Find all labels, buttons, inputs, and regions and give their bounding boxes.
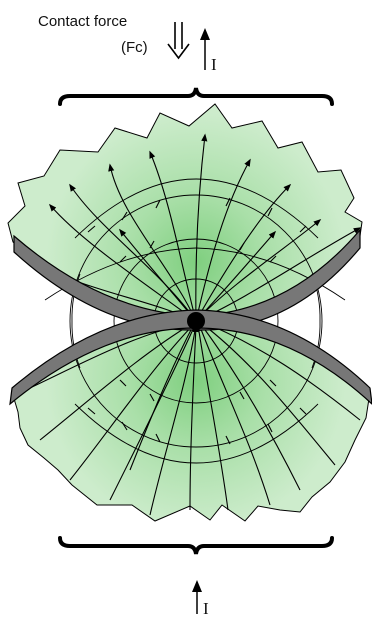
bottom-brace [60, 538, 332, 554]
current-arrow-bottom [192, 580, 202, 614]
top-brace [60, 88, 332, 104]
contact-force-label: Contact force [38, 13, 127, 30]
contact-force-arrow-icon [168, 22, 189, 58]
current-arrow-top [200, 28, 210, 70]
current-label-top: I [211, 55, 217, 74]
contact-point [187, 312, 205, 330]
fc-label: (Fc) [121, 39, 148, 56]
current-label-bottom: I [203, 599, 209, 618]
